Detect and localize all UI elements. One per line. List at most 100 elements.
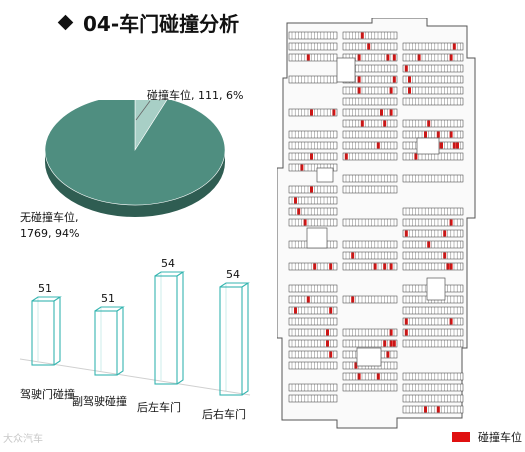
parking-row [402, 42, 464, 51]
parking-row [342, 75, 398, 84]
parking-row [342, 42, 398, 51]
parking-row [402, 53, 464, 62]
bar-category-label: 后右车门 [202, 408, 246, 421]
bar-category-label: 后左车门 [137, 401, 181, 414]
parking-row [342, 339, 398, 348]
parking-row [288, 163, 338, 172]
parking-row [342, 31, 398, 40]
parking-row [402, 328, 464, 337]
bar-category-label: 副驾驶碰撞 [72, 395, 127, 408]
parking-row [402, 64, 464, 73]
parking-row [288, 284, 338, 293]
parking-row [342, 97, 398, 106]
parking-row [288, 317, 338, 326]
bar-category-label: 驾驶门碰撞 [20, 388, 75, 401]
pie-slice [44, 100, 226, 206]
parking-row [288, 207, 338, 216]
legend-swatch [452, 432, 470, 442]
parking-row [402, 218, 464, 227]
parking-row [288, 306, 338, 315]
parking-row [342, 86, 398, 95]
parking-row [402, 339, 464, 348]
parking-row [402, 119, 464, 128]
parking-row [288, 152, 338, 161]
pie-side [45, 150, 225, 217]
bar [154, 271, 185, 385]
parking-row [342, 328, 398, 337]
parking-row [288, 53, 338, 62]
bar [31, 296, 62, 366]
parking-row [402, 229, 464, 238]
pie-chart [44, 100, 226, 217]
parking-row [402, 306, 464, 315]
watermark-text: 大众汽车 [3, 434, 43, 445]
parking-row [402, 262, 464, 271]
parking-row [342, 152, 398, 161]
parking-row [342, 240, 398, 249]
parking-row [402, 207, 464, 216]
pie-label-no-collision-line1: 无碰撞车位, [20, 211, 79, 224]
parking-row [288, 31, 338, 40]
bar-value-label: 51 [38, 282, 52, 295]
parking-row [342, 185, 398, 194]
pie-label-no-collision-line2: 1769, 94% [20, 227, 80, 240]
parking-row [342, 174, 398, 183]
parking-row [288, 350, 338, 359]
parking-row [288, 42, 338, 51]
bar-value-label: 54 [161, 257, 175, 270]
parking-row [342, 108, 398, 117]
structural-core [356, 347, 382, 367]
parking-row [402, 251, 464, 260]
parking-row [288, 328, 338, 337]
structural-core [336, 57, 356, 83]
parking-row [402, 405, 464, 414]
parking-row [342, 262, 398, 271]
parking-row [342, 141, 398, 150]
parking-row [342, 119, 398, 128]
parking-row [342, 383, 398, 392]
bar [94, 306, 125, 376]
parking-row [402, 240, 464, 249]
parking-row [402, 130, 464, 139]
parking-row [342, 218, 398, 227]
bar [219, 282, 250, 396]
parking-row [342, 53, 398, 62]
parking-row [402, 383, 464, 392]
parking-floor-plan [277, 18, 476, 429]
legend-label: 碰撞车位 [478, 431, 522, 444]
parking-row [402, 372, 464, 381]
parking-row [402, 317, 464, 326]
bar-chart-baseline [19, 358, 251, 396]
page-title: 04-车门碰撞分析 [57, 8, 240, 37]
structural-core [426, 277, 446, 301]
structural-core [306, 227, 328, 249]
parking-row [288, 218, 338, 227]
pie-label-no-collision: 无碰撞车位, 1769, 94% [20, 210, 79, 242]
structural-core [316, 167, 334, 183]
parking-row [402, 75, 464, 84]
page-title-text: 04-车门碰撞分析 [83, 12, 240, 36]
parking-row [402, 394, 464, 403]
pie-leader-line [135, 100, 151, 121]
parking-row [288, 185, 338, 194]
parking-row [288, 339, 338, 348]
parking-row [342, 295, 398, 304]
diamond-bullet-icon [57, 14, 74, 31]
parking-row [342, 130, 398, 139]
bar-value-label: 54 [226, 268, 240, 281]
parking-row [342, 372, 398, 381]
parking-row [288, 295, 338, 304]
parking-row [288, 361, 338, 370]
parking-row [288, 394, 338, 403]
parking-row [288, 108, 338, 117]
parking-row [288, 141, 338, 150]
parking-row [342, 251, 398, 260]
pie-label-collision: 碰撞车位, 111, 6% [147, 89, 244, 102]
parking-row [288, 130, 338, 139]
parking-row [402, 174, 464, 183]
parking-row [402, 97, 464, 106]
parking-row [288, 262, 338, 271]
structural-core [416, 137, 440, 155]
parking-row [288, 196, 338, 205]
